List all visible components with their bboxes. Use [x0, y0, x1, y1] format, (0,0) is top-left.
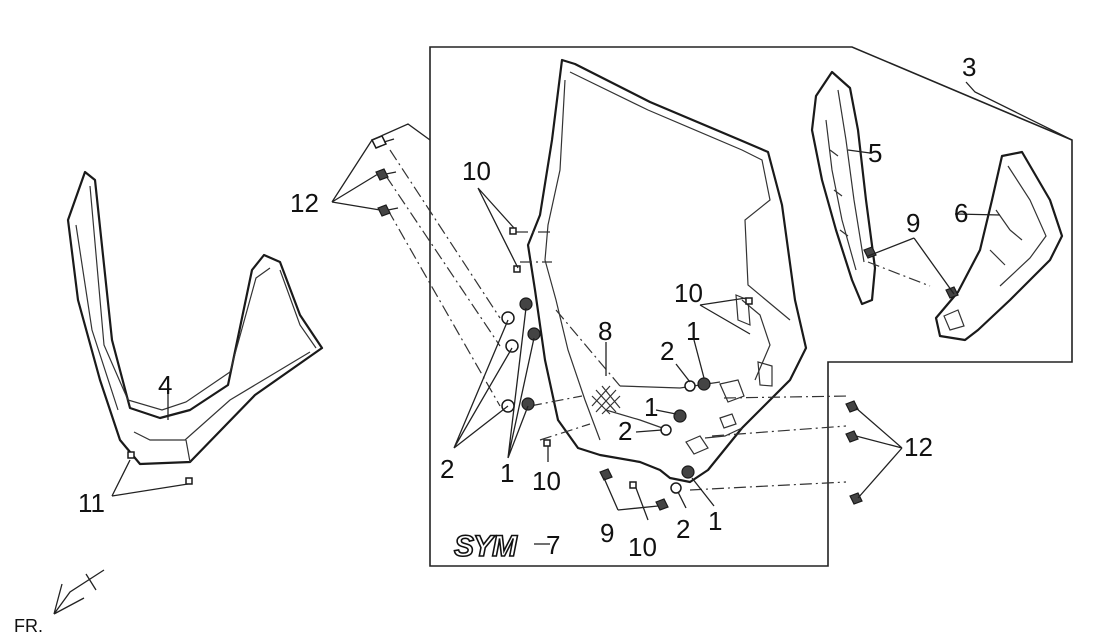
- callout-1: 1: [708, 506, 722, 536]
- callout-3: 3: [962, 52, 976, 82]
- front-lower-cover-part: [66, 170, 324, 466]
- callout-2: 2: [440, 454, 454, 484]
- screw-11: [127, 451, 135, 459]
- screw-12: [845, 400, 859, 413]
- screw-12: [849, 492, 863, 505]
- callout-12: 12: [290, 188, 319, 218]
- washer-2: [660, 424, 672, 436]
- clip-9: [945, 286, 959, 299]
- callout-12: 12: [904, 432, 933, 462]
- callout-1: 1: [686, 316, 700, 346]
- alignment-lines: [385, 149, 931, 491]
- callout-10: 10: [628, 532, 657, 562]
- screw-12-top-2: [375, 168, 397, 181]
- grommet-1: [697, 377, 711, 391]
- brand-mark: SYM: [454, 530, 518, 563]
- washer-2: [670, 482, 682, 494]
- grommet-1: [521, 397, 535, 411]
- assembly-frame: [429, 46, 1073, 567]
- screw-12: [845, 430, 859, 443]
- screw-10: [629, 481, 637, 489]
- callout-10: 10: [462, 156, 491, 186]
- left-side-cover-part: [810, 70, 877, 306]
- washer-2: [505, 339, 519, 353]
- front-direction-arrow-icon: [53, 569, 105, 615]
- clip-9: [863, 246, 877, 259]
- mesh-grille: [591, 385, 621, 415]
- washer-2: [684, 380, 696, 392]
- callout-8: 8: [598, 316, 612, 346]
- callout-11: 11: [78, 488, 105, 518]
- grommet-1: [673, 409, 687, 423]
- screw-10: [509, 227, 517, 235]
- callout-2: 2: [660, 336, 674, 366]
- clip-9: [599, 468, 613, 481]
- center-inner-cover-part: [526, 58, 808, 484]
- screw-10: [543, 439, 551, 447]
- clip-9: [655, 498, 669, 511]
- callout-1: 1: [644, 392, 658, 422]
- callout-6: 6: [954, 198, 968, 228]
- fasteners: [127, 135, 959, 511]
- screw-12-top-3: [377, 204, 399, 217]
- grommet-1: [681, 465, 695, 479]
- screw-10: [745, 297, 753, 305]
- screw-10: [513, 265, 521, 273]
- callout-10: 10: [674, 278, 703, 308]
- screw-11: [185, 477, 193, 485]
- callout-2: 2: [618, 416, 632, 446]
- callout-7: 7: [546, 530, 560, 560]
- callout-9: 9: [906, 208, 920, 238]
- callout-5: 5: [868, 138, 882, 168]
- leader-lines: [111, 81, 1073, 545]
- callout-1: 1: [500, 458, 514, 488]
- right-side-cover-part: [934, 150, 1064, 342]
- callout-4: 4: [158, 370, 172, 400]
- callout-10: 10: [532, 466, 561, 496]
- direction-label: FR.: [14, 616, 43, 636]
- callout-2: 2: [676, 514, 690, 544]
- callout-9: 9: [600, 518, 614, 548]
- screw-12-top-1: [370, 135, 395, 149]
- washer-2: [501, 311, 515, 325]
